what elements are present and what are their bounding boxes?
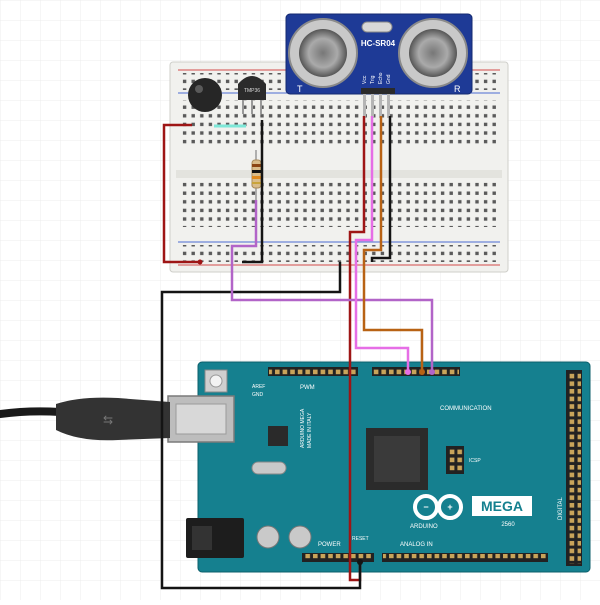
wire-red-end [197,259,203,265]
header-top-left-pins [269,368,357,375]
wires [160,116,435,590]
crystal-oscillator [251,461,287,475]
tmp36-label: TMP36 [244,88,260,94]
board-origin: MADE IN ITALY [307,412,313,448]
atmega2560-die [374,436,420,482]
buzzer-body [188,78,222,112]
header-right-digital-pins [567,372,581,564]
wire-orange-echo [362,116,424,372]
header-bottom-analog-pins [383,554,547,561]
wire-violet-signal [230,200,434,372]
wire-black-tmp-gnd [242,120,264,264]
wire-violet-end [429,369,435,375]
usb-cable: ⇆ [0,397,170,441]
wire-orange-end [419,369,425,375]
wire-ground-end [357,559,363,565]
logo-plus: + [447,502,452,512]
analog-in-label: ANALOG IN [400,542,433,548]
usb-port-inner [175,403,227,435]
mega-label: MEGA [481,498,523,514]
header-top-comm-pins [373,368,459,375]
board-subtitle: ARDUINO MEGA [300,408,306,448]
sensor-pin-vcc-label: Vcc [362,75,368,84]
resistor-band-1 [252,164,261,167]
logo-minus: − [423,502,428,512]
gnd-label: GND [252,392,264,398]
header-bottom-power-pins [303,554,373,561]
sensor-pin-echo [379,94,382,118]
sensor-pin-echo-label: Echo [378,72,384,84]
sensor-pin-trig [371,94,374,118]
sensor-pin-gnd-label: Gnd [386,74,392,84]
power-label: POWER [318,542,341,548]
tmp36-pin-2 [251,100,253,114]
bottom-power-rail [182,245,496,262]
wire-pink-end [405,369,411,375]
resistor-band-3 [252,176,261,179]
sensor-t-label: T [297,84,303,94]
arduino-mega-board: PWM COMMUNICATION DIGITAL POWER ANALOG I… [167,361,591,573]
usb-interface-chip [268,426,288,446]
dc-jack-socket [192,526,212,550]
logo-ring-right [437,494,463,520]
icsp-label: ICSP [469,458,481,464]
transmitter-mesh [299,29,347,77]
variant-label: 2560 [501,522,515,528]
temperature-sensor: TMP36 [238,76,266,114]
resistor-band-4 [252,182,261,184]
sensor-header [361,88,395,94]
breadboard [169,61,509,273]
tmp36-pin-3 [260,100,262,114]
reset-button-cap [209,374,223,388]
breadboard-channel [176,170,502,178]
resistor [251,150,262,200]
usb-symbol-icon: ⇆ [103,413,113,427]
buzzer-highlight [195,85,203,93]
pwm-label: PWM [300,385,315,391]
breadboard-top-terminals [182,100,496,145]
usb-cable-wire [0,407,64,418]
sensor-pin-gnd [387,94,390,118]
sensor-pin-trig-label: Trig [370,75,376,84]
sensor-r-label: R [454,84,461,94]
wire-black-arduino-gnd [160,262,362,590]
sensor-crystal [361,21,393,33]
communication-label: COMMUNICATION [440,406,492,412]
capacitor-1 [256,525,280,549]
ultrasonic-sensor: HC-SR04 T R Vcc Trig Echo Gnd [285,13,473,118]
wire-red-rail-left [162,123,200,264]
brand-label: ARDUINO [410,524,438,530]
digital-label: DIGITAL [558,496,564,520]
tmp36-pin-1 [242,100,244,114]
arduino-logo: − + [413,494,463,520]
capacitor-2 [288,525,312,549]
wire-black-sensor-gnd [370,116,392,262]
icsp-header-pins [447,447,463,473]
mega-badge [472,496,532,516]
wire-pink-trig [354,116,410,372]
sensor-pin-vcc [363,94,366,118]
tmp36-body [238,76,266,100]
reset-label: RESET [352,536,369,542]
sensor-model-label: HC-SR04 [361,39,396,48]
aref-label: AREF [252,384,265,390]
piezo-buzzer [188,78,222,112]
receiver-mesh [409,29,457,77]
breadboard-bottom-terminals [182,182,496,227]
resistor-band-2 [252,170,261,173]
usb-cable-plug [56,397,170,441]
